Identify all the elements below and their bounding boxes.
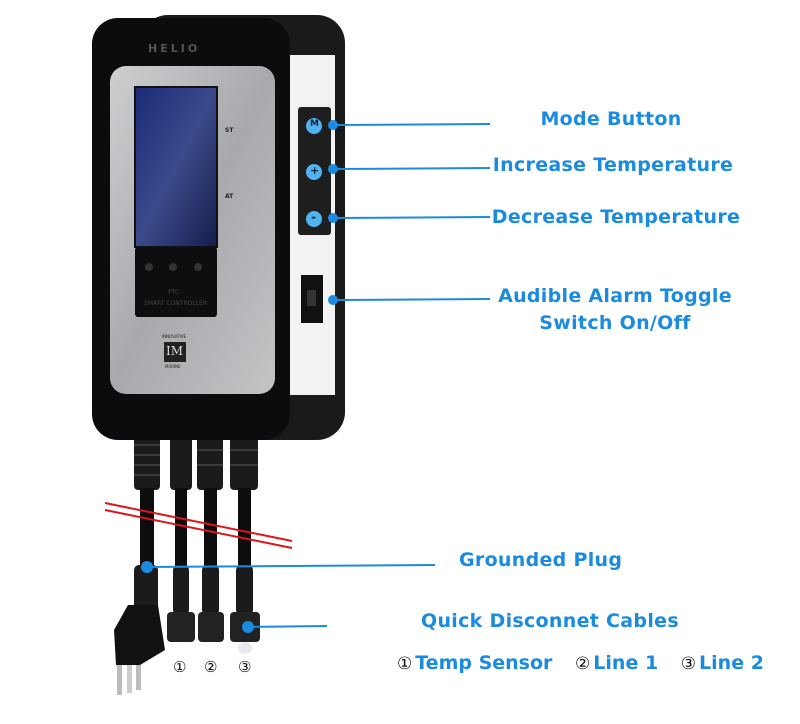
side-label-at: AT — [225, 193, 234, 200]
legend-label-3: Line 2 — [699, 652, 764, 674]
increase-button: + — [310, 164, 320, 177]
label-grounded-plug: Grounded Plug — [459, 549, 623, 571]
callout-lines — [141, 120, 491, 633]
label-increase-temperature: Increase Temperature — [492, 154, 734, 176]
legend-num-1: ① — [397, 654, 413, 674]
logo-top: INNOVATIVE — [162, 334, 187, 339]
logo-mark: IM — [166, 344, 184, 358]
label-decrease-temperature: Decrease Temperature — [491, 206, 741, 228]
legend-label-2: Line 1 — [593, 652, 659, 674]
cable-number-2: ② — [204, 658, 218, 676]
cable-number-1: ① — [173, 658, 187, 676]
label-alarm-line1: Audible Alarm Toggle — [498, 285, 732, 307]
cut-line — [104, 502, 293, 549]
side-label-st: ST — [225, 127, 234, 134]
logo-bottom: MARINE — [165, 364, 181, 369]
mode-button: M — [310, 119, 319, 129]
legend-num-2: ② — [575, 654, 591, 674]
controller-body — [92, 15, 345, 440]
label-mode-button: Mode Button — [540, 108, 682, 130]
label-quick-disconnect-cables: Quick Disconnet Cables — [421, 610, 679, 632]
cables — [114, 430, 260, 695]
label-alarm-line2: Switch On/Off — [539, 312, 691, 334]
legend-label-1: Temp Sensor — [415, 652, 553, 674]
panel-title: SMART CONTROLLER — [144, 300, 207, 307]
cable-number-3: ③ — [238, 658, 252, 676]
legend-num-3: ③ — [680, 654, 697, 674]
panel-model: PTC — [168, 289, 180, 296]
brand-logo: HELIO — [148, 42, 201, 55]
decrease-button: - — [311, 210, 316, 224]
